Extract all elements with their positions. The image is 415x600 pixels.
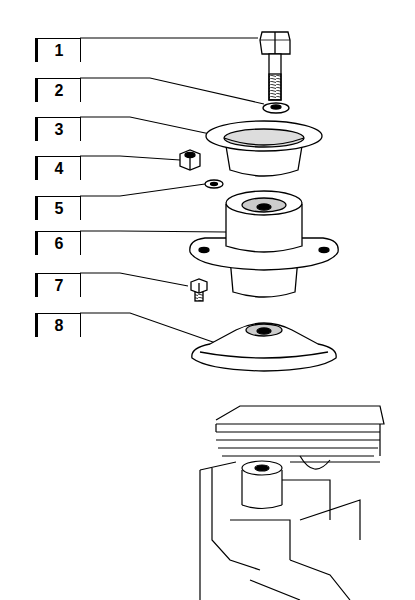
callout-number: 7 [55, 278, 64, 294]
engine-cylinder [200, 406, 384, 600]
lower-cup [192, 323, 336, 371]
callout-number: 6 [55, 236, 64, 252]
lock-washer [205, 180, 223, 188]
callout-box: 5 [35, 196, 81, 220]
callout-box: 2 [35, 78, 81, 102]
callout-number: 3 [55, 122, 64, 138]
callout-box: 4 [35, 156, 81, 180]
washer [263, 103, 289, 113]
callout-box: 8 [35, 313, 81, 337]
callout-number: 4 [55, 161, 64, 177]
upper-cup [206, 121, 322, 176]
bolt [260, 32, 290, 100]
leader-lines [80, 38, 264, 348]
small-bolt [191, 279, 207, 301]
nut [180, 150, 200, 170]
callout-number: 2 [55, 83, 64, 99]
callout-box: 1 [35, 38, 81, 62]
callout-box: 7 [35, 273, 81, 297]
callout-box: 6 [35, 231, 81, 255]
callout-box: 3 [35, 117, 81, 141]
callout-number: 5 [55, 201, 64, 217]
rubber-mount [190, 191, 338, 297]
callout-number: 8 [55, 318, 64, 334]
callout-number: 1 [55, 43, 64, 59]
